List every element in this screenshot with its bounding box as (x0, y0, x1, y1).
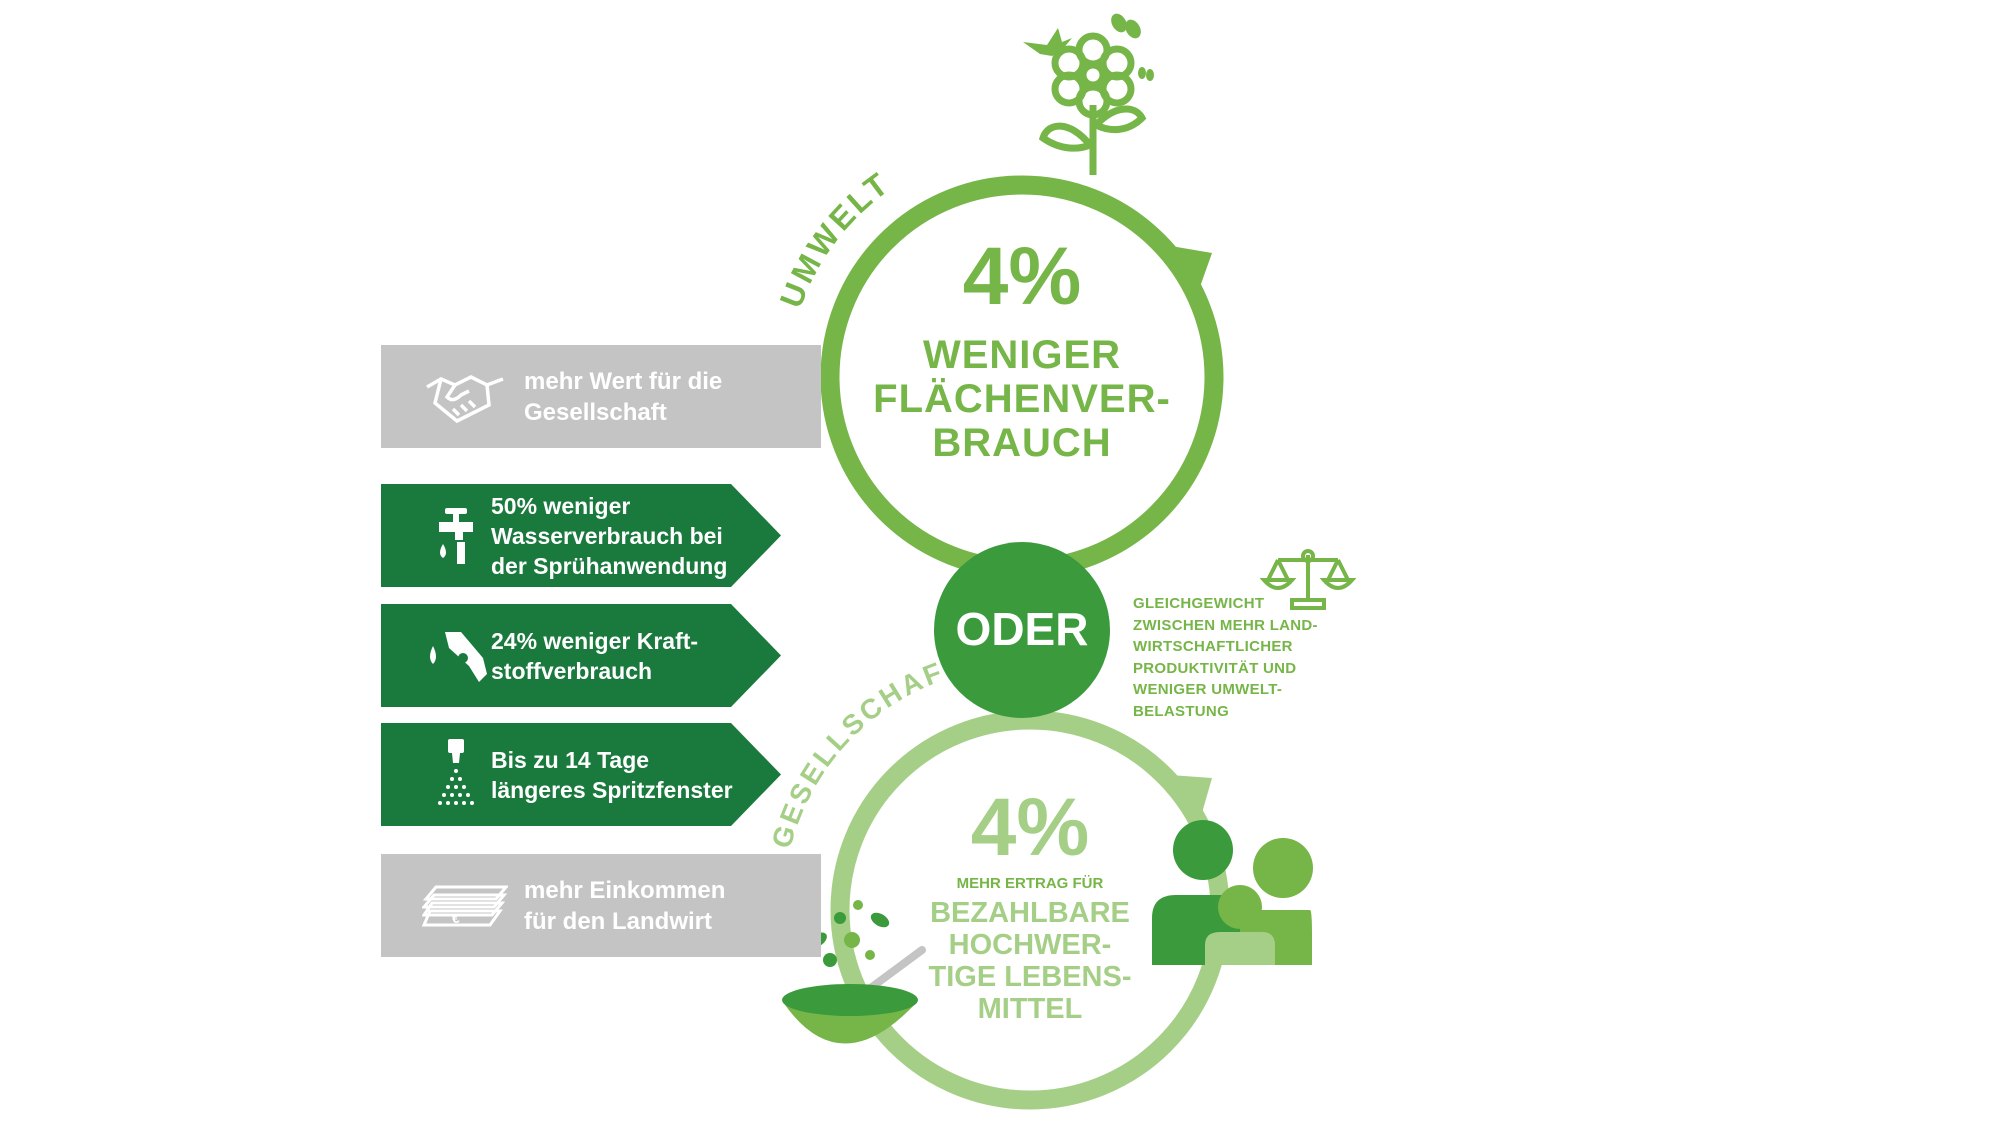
benefit-income-text: mehr Einkommen für den Landwirt (524, 876, 726, 935)
fuel-nozzle-icon (421, 616, 491, 696)
bottom-ring-subtitle: MEHR ERTRAG FÜR (956, 875, 1104, 892)
benefit-spray-text: Bis zu 14 Tage längeres Spritzfenster (491, 746, 733, 803)
bottom-ring-description: BEZAHLBARE HOCHWER- TIGE LEBENS- MITTEL (928, 897, 1132, 1025)
handshake-icon (406, 357, 524, 437)
top-ring-arrowhead (1165, 245, 1212, 298)
benefit-panel-fuel: 24% weniger Kraft- stoffverbrauch (381, 604, 781, 707)
spray-nozzle-icon (421, 735, 491, 815)
top-ring-description: WENIGER FLÄCHENVER- BRAUCH (873, 333, 1171, 465)
top-ring-value: 4% (962, 231, 1082, 322)
benefit-panel-income: € mehr Einkommen für den Landwirt (381, 854, 821, 957)
family-icon (1152, 820, 1313, 965)
faucet-icon (421, 496, 491, 576)
benefit-panel-society: mehr Wert für die Gesellschaft (381, 345, 821, 448)
balance-description: GLEICHGEWICHT ZWISCHEN MEHR LAND- WIRTSC… (1133, 595, 1318, 720)
bottom-ring-value: 4% (970, 782, 1090, 873)
svg-text:€: € (452, 910, 460, 926)
benefit-water-text: 50% weniger Wasserverbrauch bei der Sprü… (491, 492, 728, 579)
bird-icon (1023, 28, 1072, 56)
balance-scale-icon (1259, 549, 1357, 610)
benefit-fuel-text: 24% weniger Kraft- stoffverbrauch (491, 627, 699, 684)
benefit-panel-water: 50% weniger Wasserverbrauch bei der Sprü… (381, 484, 781, 587)
oder-label: ODER (955, 603, 1089, 655)
flower-icon (1038, 32, 1147, 175)
bottom-ring-arrowhead (1170, 775, 1212, 820)
money-stack-icon: € (406, 866, 524, 946)
oder-circle (934, 542, 1110, 718)
benefit-society-text: mehr Wert für die Gesellschaft (524, 367, 723, 426)
butterfly-icon (1111, 13, 1141, 39)
small-butterfly-icon (1138, 67, 1154, 81)
benefit-panel-spray: Bis zu 14 Tage längeres Spritzfenster (381, 723, 781, 826)
bowl-icon (782, 900, 926, 1044)
